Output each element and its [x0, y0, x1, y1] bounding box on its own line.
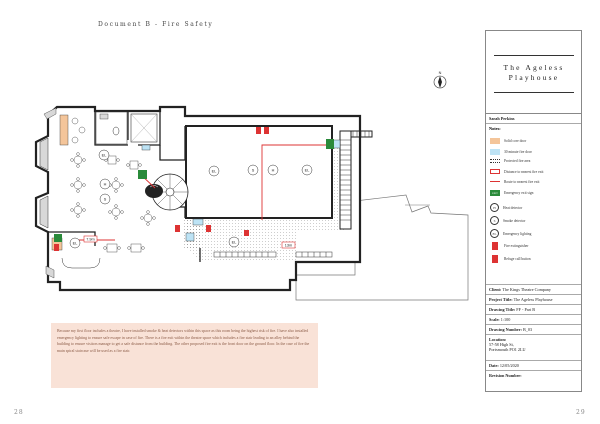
svg-text:EL: EL [102, 154, 107, 158]
exit-sign [138, 170, 147, 179]
theatre-seating [213, 251, 333, 258]
author-row: Sarah Perkins [486, 114, 581, 124]
legend-item: Fire extinguisher [490, 242, 528, 250]
legend-symbol-icon [490, 149, 500, 155]
protected-fire-area [186, 140, 345, 262]
legend-label: Refuge call button [504, 257, 531, 261]
company-logo: The Ageless Playhouse [486, 31, 581, 114]
north-arrow-icon: N [433, 71, 447, 89]
legend-symbol-icon: H [490, 203, 499, 212]
smoke-detector [99, 193, 111, 205]
location-row: Location:57-58 High St,Portsmouth PO1 2L… [486, 335, 581, 361]
legend-label: 30 minute fire door [504, 150, 532, 154]
legend-label: Heat detector [503, 205, 523, 210]
legend-item: Route to nearest fire exit [490, 179, 540, 185]
legend-item: H Heat detector [490, 203, 522, 212]
legend-symbol-icon [490, 169, 500, 174]
legend-item: Refuge call button [490, 255, 531, 263]
legend-label: Emergency lighting [503, 231, 532, 236]
legend-item: S Smoke detector [490, 216, 525, 225]
svg-text:EL: EL [232, 241, 237, 245]
distance-label: 7.9m [86, 237, 94, 241]
legend-symbol-icon [490, 179, 500, 182]
fire-extinguisher [256, 127, 261, 134]
revision-row: Revision Number: [489, 373, 522, 378]
legend-symbol-icon: EXIT [490, 190, 500, 196]
refuge-call-button [244, 230, 249, 236]
cafe-tables [70, 152, 156, 253]
description-text: Because my first floor includes a theatr… [51, 323, 318, 388]
floor-plan: 7.9m 13m EL H S EL EL S H EL EL N [34, 71, 469, 301]
emergency-light [208, 165, 220, 177]
company-name-line1: The Ageless [503, 63, 565, 72]
project-row: Project Title: The Ageless Playhouse [486, 295, 581, 305]
svg-text:EL: EL [305, 169, 310, 173]
fire-stair [339, 130, 373, 230]
legend-symbol-icon [492, 242, 498, 250]
svg-text:S: S [252, 169, 255, 173]
legend-label: Route to nearest fire exit [504, 180, 540, 184]
svg-text:EL: EL [212, 170, 217, 174]
exit-sign [54, 234, 62, 242]
emergency-light [228, 236, 240, 248]
drawing-number-row: Drawing Number: B_03 [486, 325, 581, 335]
legend-symbol-icon [490, 138, 500, 144]
legend-symbol-icon: S [490, 216, 499, 225]
heat-detector [267, 164, 279, 176]
drawing-title-row: Drawing Title: FF - Part B [486, 305, 581, 315]
legend-item: EXIT Emergency exit sign [490, 190, 533, 196]
emergency-light [301, 164, 313, 176]
legend-label: Smoke detector [503, 218, 526, 223]
fire-extinguisher [206, 225, 211, 232]
scale-row: Scale: 1:100 [486, 315, 581, 325]
fire-extinguisher [54, 244, 59, 251]
company-name-line2: Playhouse [508, 73, 560, 82]
legend-label: Solid core door [504, 139, 527, 143]
svg-text:H: H [104, 183, 107, 187]
legend-item: EL Emergency lighting [490, 229, 531, 238]
page-number-right: 29 [576, 409, 586, 416]
emergency-light [69, 237, 81, 249]
legend-item: 30 minute fire door [490, 149, 532, 155]
client-row: Client: The Kings Theatre Company [486, 285, 581, 295]
page-number-left: 28 [14, 409, 24, 416]
svg-text:H: H [272, 169, 275, 173]
svg-text:EL: EL [73, 242, 78, 246]
legend-item: Distance to nearest fire exit [490, 169, 544, 174]
legend-label: Protected fire area [504, 159, 531, 163]
page-title: Document B - Fire Safety [98, 21, 214, 28]
emergency-light [98, 149, 110, 161]
title-block: The Ageless Playhouse Sarah Perkins Note… [485, 30, 582, 392]
date-row: Date: 12/05/2020 [486, 361, 581, 371]
spiral-staircase [145, 173, 189, 211]
svg-text:N: N [439, 71, 442, 75]
svg-text:S: S [104, 198, 107, 202]
legend-label: Emergency exit sign [504, 191, 534, 195]
distance-label: 13m [285, 243, 292, 247]
legend-symbol-icon [492, 255, 498, 263]
legend-item: Solid core door [490, 138, 526, 144]
fire-extinguisher [264, 127, 269, 134]
smoke-detector [247, 164, 259, 176]
legend-symbol-icon: EL [490, 229, 499, 238]
heat-detector [99, 178, 111, 190]
legend-label: Distance to nearest fire exit [504, 169, 544, 174]
escape-route [261, 142, 331, 220]
exit-sign [326, 139, 334, 149]
legend-symbol-icon [490, 159, 500, 163]
neighbour-building-outline [295, 194, 469, 301]
legend-item: Protected fire area [490, 159, 530, 163]
fire-extinguisher [175, 225, 180, 232]
fire-door [185, 232, 195, 242]
legend-label: Fire extinguisher [504, 244, 529, 248]
